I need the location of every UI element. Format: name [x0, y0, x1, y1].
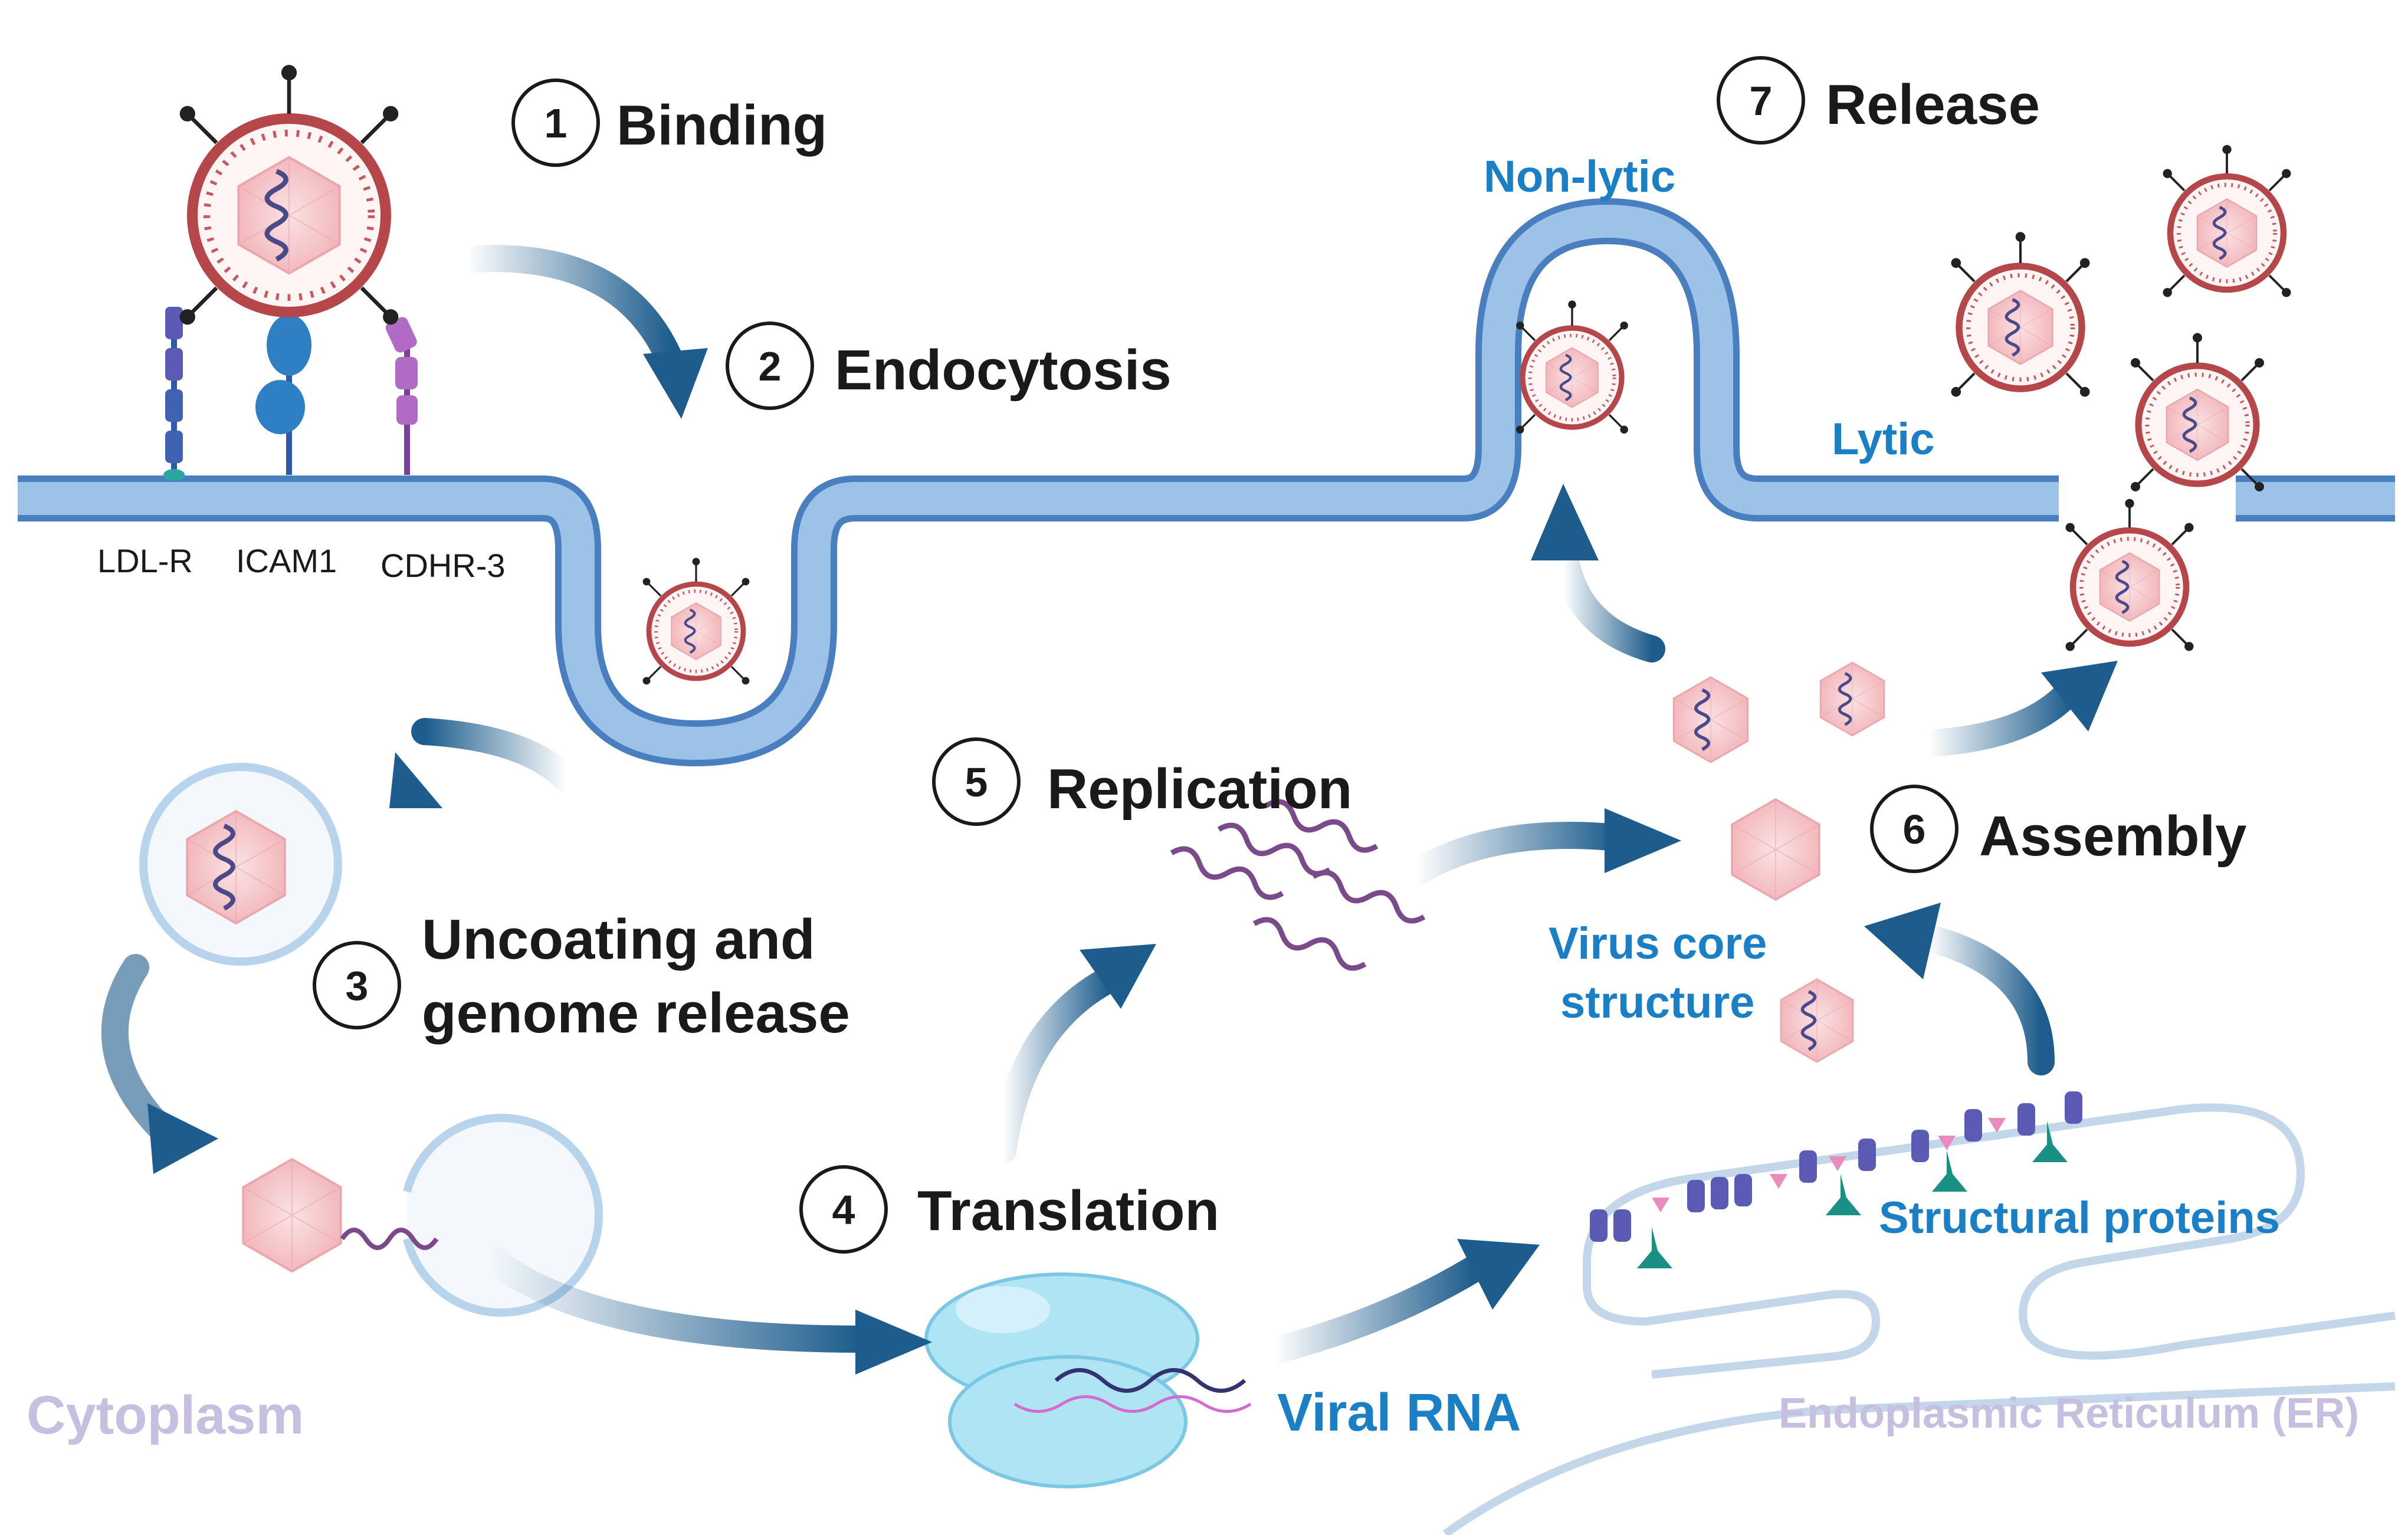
receptor-label-icam1: ICAM1 [236, 542, 337, 579]
label-cytoplasm: Cytoplasm [27, 1385, 304, 1445]
step-2-label: Endocytosis [835, 339, 1172, 402]
step-1-binding: 1 Binding [513, 80, 827, 165]
step-4-label: Translation [917, 1179, 1219, 1242]
virion-non-lytic [1516, 300, 1628, 434]
virion-released-4 [2066, 499, 2194, 651]
receptor-icam1 [255, 313, 311, 475]
receptor-cdhr-3 [385, 317, 418, 475]
receptor-label-ldl-r: LDL-R [97, 542, 193, 579]
receptor-ldl-r [163, 307, 185, 481]
arrow-replication-to-assembly [1402, 808, 1681, 887]
step-7-release: 7 Release [1718, 58, 2040, 143]
step-4-translation: 4 Translation [801, 1167, 1219, 1252]
arrow-er-to-assembly [1864, 903, 2055, 1075]
arrow-binding-to-endocytosis [452, 245, 708, 419]
step-6-label: Assembly [1979, 805, 2247, 868]
step-1-number: 1 [544, 100, 567, 146]
step-2-number: 2 [759, 343, 782, 389]
arrow-assembly-to-lytic [1915, 661, 2118, 757]
label-viral-rna: Viral RNA [1277, 1383, 1521, 1442]
label-lytic: Lytic [1832, 414, 1935, 464]
structural-proteins-on-er [1590, 1091, 2082, 1268]
endoplasmic-reticulum [1442, 1103, 2396, 1535]
virion-endocytosis [643, 558, 750, 685]
arrow-translation-to-replication [989, 944, 1156, 1164]
step-3-number: 3 [346, 963, 369, 1009]
receptor-label-cdhr-3: CDHR-3 [380, 547, 506, 584]
step-4-number: 4 [832, 1187, 855, 1233]
virion-binding [180, 65, 399, 324]
virion-released-2 [2163, 145, 2291, 297]
step-5-label: Replication [1047, 757, 1352, 821]
label-structural-proteins: Structural proteins [1879, 1193, 2280, 1243]
step-6-assembly: 6 Assembly [1872, 786, 2247, 871]
ribosome [924, 1272, 1252, 1488]
replication-rna-strands [1170, 799, 1426, 971]
step-7-number: 7 [1750, 78, 1773, 124]
label-virus-core-line1: Virus core [1549, 919, 1767, 969]
arrow-endocytosis-to-uncoating [389, 718, 580, 808]
step-6-number: 6 [1903, 806, 1926, 852]
arrow-assembly-to-non-lytic [1531, 484, 1665, 662]
arrows [101, 245, 2118, 1375]
virion-released-3 [2131, 333, 2264, 492]
arrow-genome-release-to-translation [476, 1243, 932, 1375]
label-virus-core-line2: structure [1560, 978, 1754, 1028]
step-3-label-line1: Uncoating and [422, 908, 815, 971]
step-3-uncoating: 3 Uncoating and genome release [314, 908, 850, 1045]
arrow-translation-to-er [1261, 1239, 1540, 1365]
step-5-number: 5 [965, 759, 988, 805]
virion-released-1 [1951, 232, 2089, 396]
step-3-label-line2: genome release [422, 982, 850, 1045]
label-non-lytic: Non-lytic [1484, 152, 1675, 202]
step-1-label: Binding [616, 94, 827, 157]
step-2-endocytosis: 2 Endocytosis [727, 323, 1172, 408]
step-7-label: Release [1826, 73, 2040, 136]
label-er: Endoplasmic Reticulum (ER) [1779, 1390, 2359, 1437]
vesicle-uncoating [139, 763, 342, 966]
step-5-replication: 5 Replication [934, 739, 1352, 824]
plasma-membrane [18, 198, 2395, 767]
arrow-uncoating-to-genome-release [101, 954, 218, 1174]
vesicle-genome-release [242, 1114, 603, 1317]
